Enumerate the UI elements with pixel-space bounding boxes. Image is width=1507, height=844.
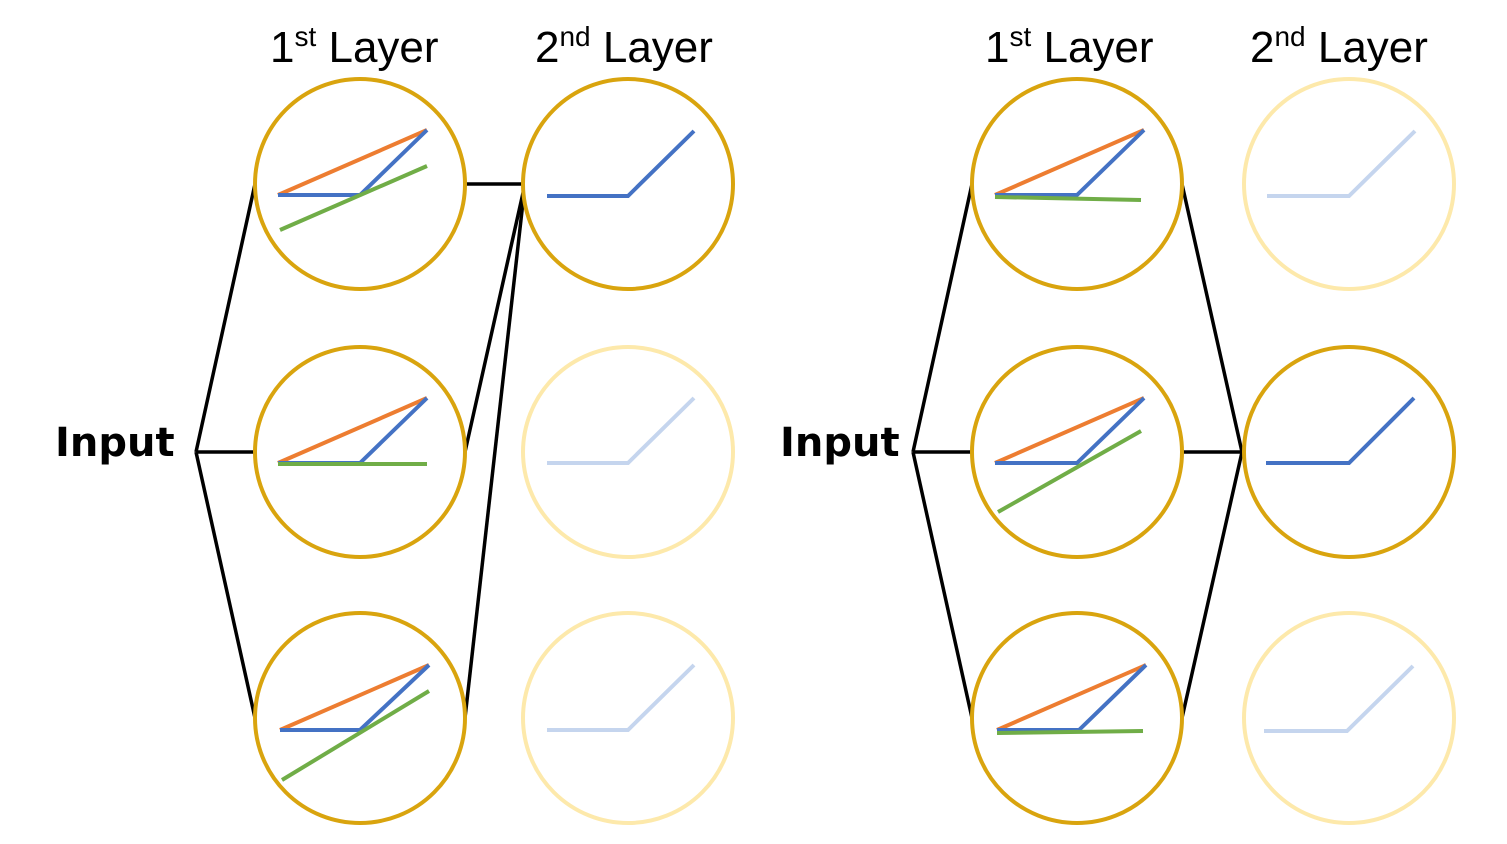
relu-icon bbox=[1267, 129, 1417, 198]
blue-relu-line bbox=[995, 396, 1146, 465]
neuron-circle bbox=[1242, 77, 1456, 291]
layer2-neuron-faded bbox=[1242, 611, 1456, 825]
neuron-circle bbox=[1242, 611, 1456, 825]
layer2-neuron-faded bbox=[521, 611, 735, 825]
right-panel: 1st Layer 2nd Layer Input bbox=[780, 21, 1456, 825]
neuron-circle bbox=[1242, 345, 1456, 559]
blue-relu-line bbox=[280, 663, 431, 732]
green-line bbox=[994, 195, 1142, 202]
left-panel: 1st Layer 2nd Layer Input bbox=[55, 21, 735, 825]
layer1-neuron bbox=[253, 77, 467, 291]
layer1-neuron bbox=[253, 611, 467, 825]
layer2-neuron-faded bbox=[1242, 77, 1456, 291]
layer2-neuron-active bbox=[1242, 345, 1456, 559]
input-edge bbox=[194, 183, 257, 453]
layer2-neuron-faded bbox=[521, 345, 735, 559]
orange-line bbox=[277, 396, 428, 465]
layer1-title: 1st Layer bbox=[985, 21, 1154, 72]
neuron-circle bbox=[970, 611, 1184, 825]
orange-line bbox=[277, 128, 428, 197]
layer1-neuron bbox=[253, 345, 467, 559]
orange-line bbox=[994, 396, 1145, 465]
orange-line bbox=[996, 663, 1147, 732]
input-edge bbox=[911, 451, 974, 719]
layer2-title: 2nd Layer bbox=[535, 21, 713, 72]
layer1-title: 1st Layer bbox=[270, 21, 439, 72]
neuron-circle bbox=[521, 77, 735, 291]
input-edge bbox=[194, 451, 257, 719]
input-label: Input bbox=[55, 420, 175, 466]
layer1-neuron bbox=[970, 611, 1184, 825]
relu-icon bbox=[547, 663, 696, 732]
relu-icon bbox=[547, 129, 696, 198]
relu-icon bbox=[547, 396, 696, 465]
green-line bbox=[996, 729, 1144, 735]
relu-icon bbox=[1264, 664, 1415, 733]
input-edge bbox=[911, 183, 974, 453]
neuron-circle bbox=[970, 77, 1184, 291]
green-line bbox=[280, 689, 431, 782]
neuron-circle bbox=[253, 611, 467, 825]
green-line bbox=[997, 429, 1142, 514]
layer1-neuron bbox=[970, 345, 1184, 559]
green-line bbox=[279, 164, 428, 232]
neuron-circle bbox=[521, 611, 735, 825]
neuron-circle bbox=[970, 345, 1184, 559]
layer2-title: 2nd Layer bbox=[1250, 21, 1428, 72]
layer-edge bbox=[463, 183, 527, 453]
layer-edge bbox=[1180, 451, 1244, 719]
layer-edge bbox=[1180, 183, 1244, 453]
neuron-circle bbox=[521, 345, 735, 559]
orange-line bbox=[279, 663, 430, 732]
neuron-circle bbox=[253, 345, 467, 559]
blue-relu-line bbox=[995, 128, 1146, 197]
relu-icon bbox=[1266, 396, 1416, 465]
input-label: Input bbox=[780, 420, 900, 466]
layer-edge bbox=[463, 183, 527, 719]
layer2-neuron-active bbox=[521, 77, 735, 291]
layer1-neuron bbox=[970, 77, 1184, 291]
neuron-circle bbox=[253, 77, 467, 291]
orange-line bbox=[994, 128, 1145, 197]
